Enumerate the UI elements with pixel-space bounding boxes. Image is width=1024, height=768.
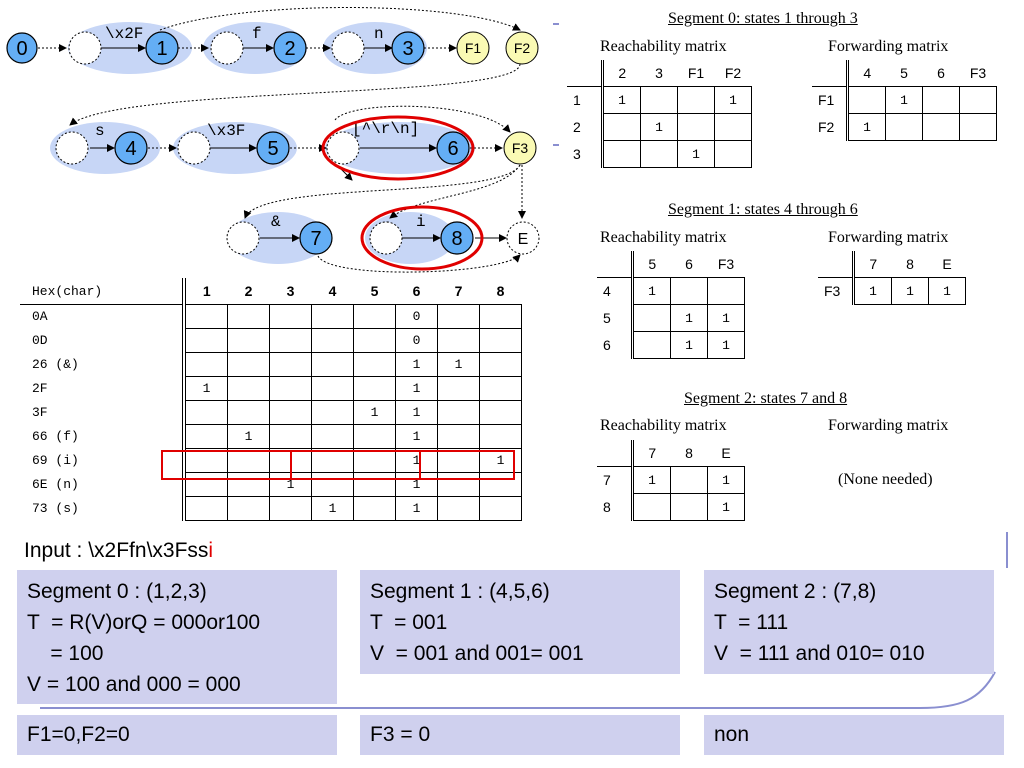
state-label: E xyxy=(518,231,529,248)
state-label: 0 xyxy=(16,38,27,60)
transition-label: \x2F xyxy=(105,25,143,43)
segment-0-box: Segment 0 : (1,2,3) T = R(V)orQ = 000or1… xyxy=(17,570,337,704)
segment-0-fwd-label: Forwarding matrix xyxy=(828,38,949,55)
state-label: 4 xyxy=(125,138,136,160)
transition-label: f xyxy=(252,25,262,43)
state-label: 6 xyxy=(447,138,458,160)
state-label: F1 xyxy=(465,40,482,56)
segment-2-title: Segment 2: states 7 and 8 xyxy=(684,390,848,407)
segment-2-forward-box: non xyxy=(704,715,1004,755)
highlight-ring xyxy=(321,115,475,181)
segment-1-forward-box: F3 = 0 xyxy=(360,715,680,755)
segment-1-title: Segment 1: states 4 through 6 xyxy=(668,201,858,218)
segment-2-box: Segment 2 : (7,8) T = 111 V = 111 and 01… xyxy=(704,570,994,674)
segment-2-reach-label: Reachability matrix xyxy=(600,417,727,434)
state-label: 8 xyxy=(451,228,462,250)
transition-label: n xyxy=(374,25,384,43)
row-highlight-seg2 xyxy=(419,450,515,480)
segment-0-reach-label: Reachability matrix xyxy=(600,38,727,55)
segment-1-fwd-label: Forwarding matrix xyxy=(828,229,949,246)
transition-label: & xyxy=(271,213,281,231)
highlight-ring xyxy=(360,205,484,271)
segment-0-title: Segment 0: states 1 through 3 xyxy=(668,10,858,27)
state-label: 3 xyxy=(402,38,413,60)
segment-2-fwd-note: (None needed) xyxy=(838,471,933,488)
segment-1-reach-label: Reachability matrix xyxy=(600,229,727,246)
hex-header: Hex(char) xyxy=(20,278,186,305)
segment-0-forward-box: F1=0,F2=0 xyxy=(17,715,337,755)
state-label: 1 xyxy=(156,38,167,60)
input-highlight-char: i xyxy=(208,539,214,562)
transition-label: \x3F xyxy=(207,122,245,140)
segment-1-box: Segment 1 : (4,5,6) T = 001 V = 001 and … xyxy=(360,570,680,674)
state-label: 5 xyxy=(267,138,278,160)
transition-label: [^\r\n] xyxy=(352,120,419,138)
transition-label: i xyxy=(416,213,426,231)
state-label: F3 xyxy=(512,140,529,156)
automaton-diagram: \x2F f n s \x3F [^\r\n] & i 0 1 2 3 F1 F… xyxy=(6,7,559,273)
state-label: 7 xyxy=(310,228,321,250)
state-label: 2 xyxy=(284,38,295,60)
segment-2-fwd-label: Forwarding matrix xyxy=(828,417,949,434)
input-string: Input : \x2Ffn\x3Fssi xyxy=(24,539,214,562)
transition-label: s xyxy=(95,122,105,140)
state-label: F2 xyxy=(514,40,531,56)
